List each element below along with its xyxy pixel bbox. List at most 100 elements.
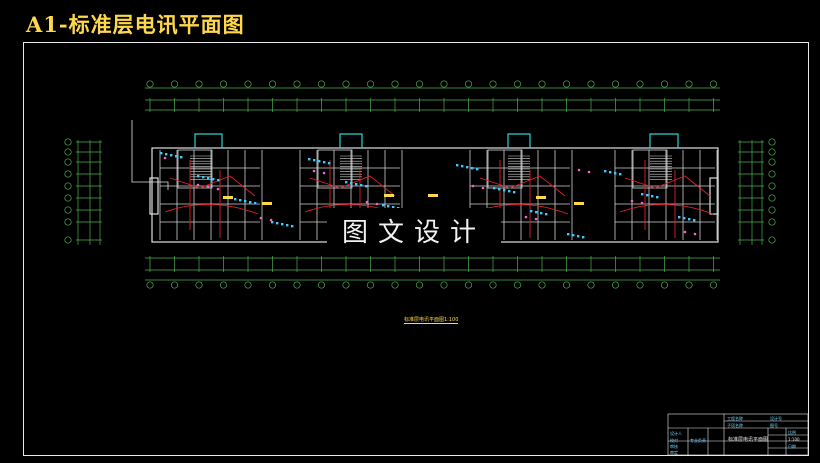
outlet	[254, 202, 257, 205]
grid-axis-markers-right	[768, 138, 776, 244]
outlet	[656, 196, 659, 199]
axis-bubble	[64, 182, 72, 190]
tb-scale-value: 1:100	[788, 437, 800, 442]
axis-bubble	[768, 158, 776, 166]
dimension-lines-right	[739, 140, 763, 245]
fixture	[577, 168, 581, 172]
outlet	[170, 154, 173, 157]
outlet	[540, 212, 543, 215]
outlet	[207, 177, 210, 180]
outlet	[503, 189, 506, 192]
outlet	[217, 179, 220, 182]
outlet	[313, 159, 316, 162]
axis-bubble	[660, 80, 669, 88]
outlet	[197, 175, 200, 178]
fixture	[196, 183, 200, 187]
balconies	[194, 133, 679, 148]
outlet	[271, 221, 274, 224]
axis-bubble	[768, 148, 776, 156]
outlet	[577, 235, 580, 238]
fixture	[471, 184, 475, 188]
dimension-ticks	[76, 98, 764, 272]
axis-bubble	[146, 80, 154, 88]
axis-bubble	[317, 80, 326, 88]
fixture	[163, 156, 167, 160]
tb-reviewer-label: 审核	[670, 444, 678, 449]
axis-bubble	[195, 80, 203, 88]
axis-bubble	[219, 281, 228, 289]
axis-bubble	[611, 80, 620, 88]
axis-bubble	[587, 281, 595, 289]
axis-bubble	[513, 281, 522, 289]
axis-bubble	[538, 281, 546, 289]
outlet	[545, 213, 548, 216]
fixture	[630, 199, 634, 203]
outlet	[646, 194, 649, 197]
fixture-symbols	[163, 156, 697, 237]
tb-project-name: 标准层电讯平面图	[728, 437, 769, 443]
dimension-lines-bottom	[145, 257, 720, 281]
outlet	[683, 217, 686, 220]
dimension-lines-top	[145, 87, 720, 111]
outlet	[382, 204, 385, 207]
outlet	[175, 155, 178, 158]
tb-date-label: 日期	[788, 444, 796, 449]
wire	[169, 175, 256, 197]
fixture	[524, 215, 528, 219]
room-label-mark	[428, 194, 438, 197]
wire	[619, 204, 714, 215]
fixture	[365, 200, 369, 204]
outlet	[609, 171, 612, 174]
tb-design-no-label: 设计号	[770, 416, 782, 421]
outlet	[688, 218, 691, 221]
axis-bubble	[538, 80, 546, 88]
room-label-mark	[223, 196, 233, 199]
grid-axis-markers-top	[146, 80, 718, 88]
outlet	[651, 195, 654, 198]
outlet	[308, 158, 311, 161]
tb-lead-label: 专业负责	[690, 438, 706, 443]
riser-cable	[131, 120, 169, 190]
outlet	[350, 182, 353, 185]
axis-bubble	[768, 194, 776, 202]
outlet	[323, 161, 326, 164]
tb-designer-label: 设计人	[670, 431, 682, 436]
wire	[479, 175, 566, 197]
axis-bubble	[244, 281, 252, 289]
outlet	[345, 181, 348, 184]
axis-bubble	[489, 80, 497, 88]
outlet	[513, 191, 516, 194]
axis-bubble	[366, 281, 375, 289]
axis-bubble	[611, 281, 620, 289]
axis-bubble	[685, 80, 693, 88]
outlet	[360, 184, 363, 187]
axis-bubble	[562, 80, 571, 88]
axis-bubble	[64, 218, 72, 226]
outlet	[456, 164, 459, 167]
outlet	[202, 176, 205, 179]
axis-bubble	[587, 80, 595, 88]
drawing-title: A1-标准层电讯平面图	[26, 12, 245, 37]
axis-bubble	[685, 281, 693, 289]
axis-bubble	[342, 281, 350, 289]
outlet	[281, 223, 284, 226]
axis-bubble	[415, 80, 424, 88]
outlet	[387, 205, 390, 208]
axis-bubble	[64, 236, 72, 244]
axis-bubble	[768, 218, 776, 226]
tb-subitem-label: 子项名称	[727, 423, 743, 428]
watermark-text: 图文设计	[327, 208, 501, 252]
wire	[309, 175, 396, 197]
outlet	[286, 224, 289, 227]
axis-bubble	[440, 80, 448, 88]
outlet	[318, 160, 321, 163]
wire	[644, 160, 676, 238]
outlet	[234, 198, 237, 201]
fixture	[312, 169, 316, 173]
outlet	[678, 216, 681, 219]
fixture	[259, 216, 263, 220]
wire	[624, 175, 711, 197]
axis-bubble	[317, 281, 326, 289]
axis-bubble	[415, 281, 424, 289]
fixture	[375, 202, 379, 206]
